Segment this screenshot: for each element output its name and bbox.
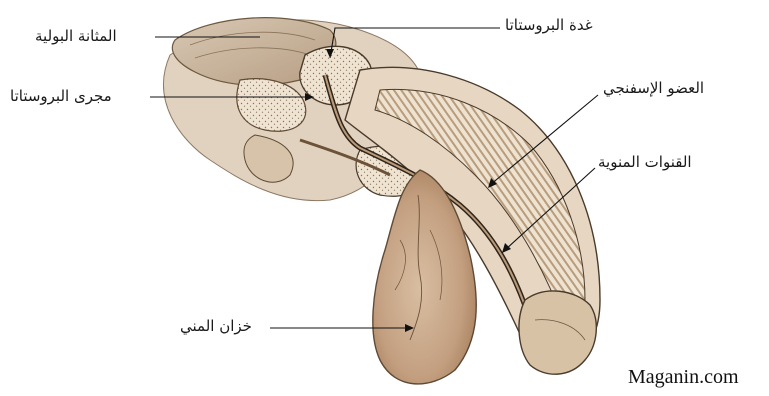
label-corpus-spongiosum: العضو الإسفنجي <box>603 79 704 97</box>
glans-shape <box>519 291 596 374</box>
watermark: Maganin.com <box>628 366 739 389</box>
label-prostate-duct: مجرى البروستاتا <box>10 87 112 105</box>
label-seminal-ducts: القنوات المنوية <box>598 153 692 171</box>
label-seminal-reservoir: خزان المني <box>180 317 252 335</box>
label-prostate-gland: غدة البروستاتا <box>505 16 593 34</box>
label-bladder: المثانة البولية <box>35 27 117 45</box>
